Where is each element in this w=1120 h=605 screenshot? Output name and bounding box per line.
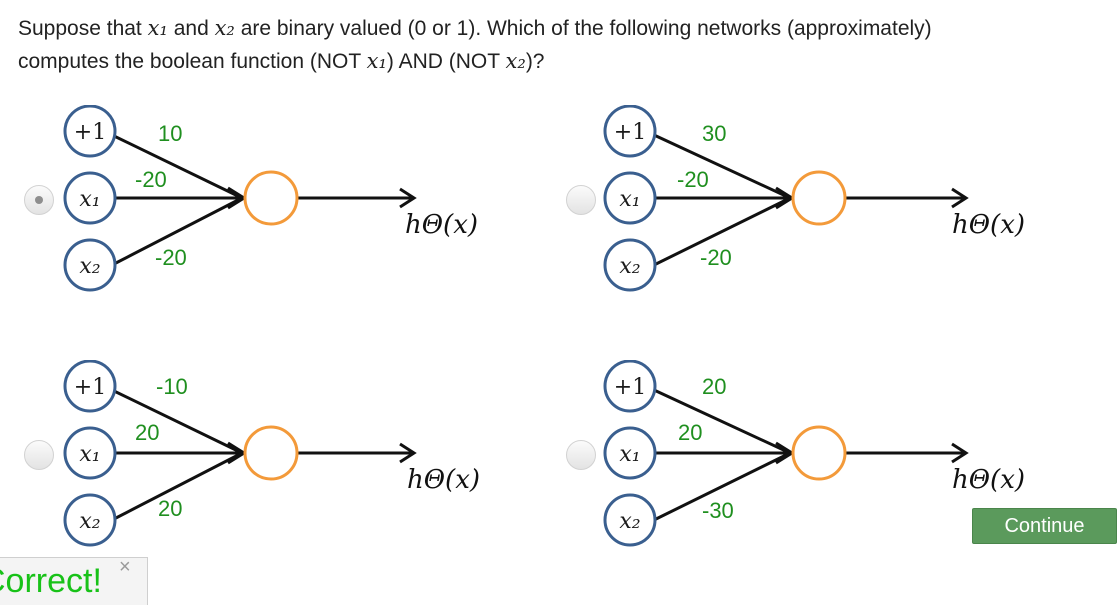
- weight-x2: 20: [158, 496, 182, 521]
- question-part: Suppose that: [18, 17, 148, 40]
- bias-node: [603, 105, 657, 158]
- weight-bias: -10: [156, 374, 188, 399]
- weight-bias: 20: [702, 374, 726, 399]
- x1-label: x₁: [619, 187, 640, 212]
- output-node: [243, 425, 299, 481]
- output-node: [791, 170, 847, 226]
- edge-bias: [111, 133, 243, 200]
- math-x1: x₁: [147, 16, 168, 40]
- answer-option-1[interactable]: +1 x₁ x₂ 10 -20 -20 hΘ(x): [10, 105, 550, 305]
- radio-button[interactable]: [566, 440, 596, 470]
- edge-x2: [111, 196, 243, 267]
- neural-network-diagram: +1 x₁ x₂ 20 20 -30 hΘ(x): [603, 360, 1025, 547]
- x2-node: [63, 493, 117, 547]
- weight-x1: 20: [135, 420, 159, 445]
- math-x1: x₁: [366, 49, 387, 73]
- question-part: are binary valued (0 or 1). Which of the…: [18, 17, 932, 73]
- weight-bias: 30: [702, 121, 726, 146]
- bias-node: [63, 105, 117, 158]
- x2-label: x₂: [79, 254, 100, 279]
- edge-x2: [653, 196, 791, 267]
- x2-node: [63, 238, 117, 292]
- neural-network-diagram: +1 x₁ x₂ -10 20 20 hΘ(x): [63, 360, 480, 547]
- x1-label: x₁: [79, 442, 100, 467]
- x1-node: [603, 426, 657, 480]
- bias-label: +1: [614, 120, 646, 145]
- answer-option-4[interactable]: +1 x₁ x₂ 20 20 -30 hΘ(x): [552, 360, 1092, 560]
- output-arrowhead: [951, 187, 969, 209]
- output-node: [791, 425, 847, 481]
- close-icon[interactable]: ×: [119, 556, 131, 578]
- weight-x1: -20: [135, 167, 167, 192]
- answer-option-3[interactable]: +1 x₁ x₂ -10 20 20 hΘ(x): [10, 360, 550, 560]
- edge-bias: [653, 388, 791, 455]
- weight-x2: -20: [155, 245, 187, 270]
- output-node: [243, 170, 299, 226]
- x1-node: [63, 171, 117, 225]
- radio-button[interactable]: [566, 185, 596, 215]
- bias-node: [63, 360, 117, 413]
- question-part: and: [167, 17, 215, 40]
- neural-network-diagram: +1 x₁ x₂ 30 -20 -20 hΘ(x): [603, 105, 1025, 292]
- radio-selected-dot: [35, 196, 43, 204]
- answer-option-2[interactable]: +1 x₁ x₂ 30 -20 -20 hΘ(x): [552, 105, 1092, 305]
- x1-node: [63, 426, 117, 480]
- feedback-text: Correct!: [0, 562, 102, 600]
- continue-button[interactable]: Continue: [972, 508, 1117, 544]
- x1-label: x₁: [79, 187, 100, 212]
- weight-x1: 20: [678, 420, 702, 445]
- output-label: hΘ(x): [407, 465, 480, 495]
- x1-node: [603, 171, 657, 225]
- bias-label: +1: [74, 375, 106, 400]
- weight-bias: 10: [158, 121, 182, 146]
- question-part: )?: [525, 50, 545, 73]
- bias-label: +1: [74, 120, 106, 145]
- output-label: hΘ(x): [952, 465, 1025, 495]
- x2-node: [603, 238, 657, 292]
- math-x2: x₂: [505, 49, 526, 73]
- radio-button[interactable]: [24, 440, 54, 470]
- x2-label: x₂: [619, 254, 640, 279]
- question-text: Suppose that x₁ and x₂ are binary valued…: [18, 12, 1018, 78]
- x1-label: x₁: [619, 442, 640, 467]
- feedback-banner: Correct! ×: [0, 556, 148, 605]
- edge-x2: [653, 451, 791, 522]
- x2-node: [603, 493, 657, 547]
- output-arrowhead: [399, 187, 417, 209]
- bias-label: +1: [614, 375, 646, 400]
- edge-bias: [111, 388, 243, 455]
- output-arrowhead: [951, 442, 969, 464]
- math-x2: x₂: [214, 16, 235, 40]
- edge-bias: [653, 133, 791, 200]
- output-label: hΘ(x): [405, 210, 478, 240]
- question-part: ) AND (NOT: [386, 50, 506, 73]
- radio-button[interactable]: [24, 185, 54, 215]
- output-label: hΘ(x): [952, 210, 1025, 240]
- x2-label: x₂: [79, 509, 100, 534]
- neural-network-diagram: +1 x₁ x₂ 10 -20 -20 hΘ(x): [63, 105, 478, 292]
- x2-label: x₂: [619, 509, 640, 534]
- bias-node: [603, 360, 657, 413]
- weight-x1: -20: [677, 167, 709, 192]
- weight-x2: -30: [702, 498, 734, 523]
- weight-x2: -20: [700, 245, 732, 270]
- edge-x2: [111, 451, 243, 522]
- output-arrowhead: [399, 442, 417, 464]
